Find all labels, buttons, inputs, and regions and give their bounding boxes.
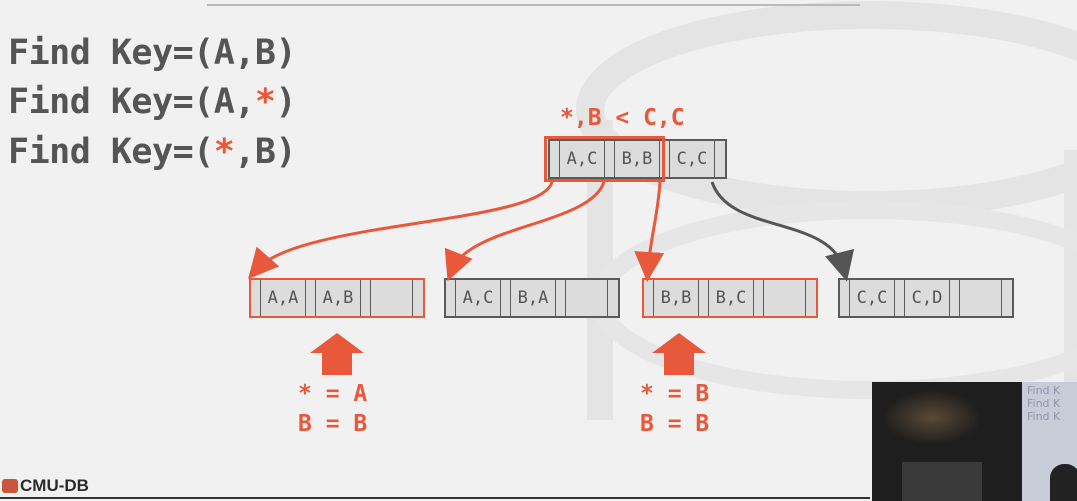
- leaf-node-3: B,B B,C: [642, 278, 818, 318]
- video-glow: [882, 390, 982, 445]
- bottom-divider: [0, 497, 870, 499]
- query-comma: ,: [234, 82, 255, 122]
- leaf-key: B,A: [511, 280, 556, 316]
- leaf-key: A,B: [316, 280, 361, 316]
- cmu-db-logo: CMU-DB: [2, 476, 89, 496]
- pointer-arrow-to-leaf-1: [248, 181, 554, 279]
- pointer-arrow-to-leaf-4: [710, 181, 855, 282]
- pointer-slot: [699, 280, 709, 316]
- leaf-node-1: A,A A,B: [249, 278, 425, 318]
- wildcard-star: *: [254, 82, 276, 122]
- pointer-slot: [644, 280, 654, 316]
- up-arrow-leaf-1: [310, 333, 364, 375]
- query-part: B: [254, 33, 276, 73]
- query-line-2: Find Key=(A,*): [8, 82, 297, 122]
- video-shelf: [902, 462, 982, 501]
- leaf-key: A,C: [456, 280, 501, 316]
- root-node: A,C B,B C,C: [548, 139, 727, 179]
- pointer-slot: [501, 280, 511, 316]
- empty-key-slot: [566, 280, 608, 316]
- leaf-1-match-line-2: B = B: [298, 411, 368, 437]
- pointer-slot: [605, 141, 615, 177]
- pointer-slot: [660, 141, 670, 177]
- video-person: [1050, 464, 1077, 501]
- video-screen-text: Find K Find K Find K: [1027, 384, 1060, 423]
- video-screen-line: Find K: [1027, 384, 1061, 397]
- up-arrow-leaf-3: [652, 333, 706, 375]
- leaf-3-match-line-2: B = B: [640, 411, 710, 437]
- root-key: A,C: [560, 141, 605, 177]
- leaf-node-4: C,C C,D: [838, 278, 1014, 318]
- logo-icon: [2, 479, 18, 493]
- pointer-arrow-to-leaf-3: [634, 181, 665, 282]
- video-screen-line: Find K: [1027, 410, 1061, 423]
- leaf-key: C,C: [850, 280, 895, 316]
- pointer-slot: [840, 280, 850, 316]
- query-prefix: Find Key=(: [8, 33, 214, 73]
- pointer-slot: [754, 280, 764, 316]
- query-suffix: ): [275, 33, 297, 73]
- query-suffix: ): [275, 82, 297, 122]
- query-part: B: [254, 132, 276, 172]
- leaf-key: B,B: [654, 280, 699, 316]
- leaf-key: C,D: [905, 280, 950, 316]
- leaf-3-match-line-1: * = B: [640, 381, 710, 407]
- query-line-3: Find Key=(*,B): [8, 132, 297, 172]
- pointer-slot: [361, 280, 371, 316]
- pointer-arrow-to-leaf-2: [444, 181, 606, 282]
- leaf-1-match-line-1: * = A: [298, 381, 368, 407]
- speaker-video-overlay: Find K Find K Find K: [872, 382, 1077, 501]
- empty-key-slot: [960, 280, 1002, 316]
- query-comma: ,: [234, 33, 255, 73]
- pointer-slot: [446, 280, 456, 316]
- query-part: A: [213, 33, 235, 73]
- leaf-node-2: A,C B,A: [444, 278, 620, 318]
- query-prefix: Find Key=(: [8, 82, 214, 122]
- leaf-key: A,A: [261, 280, 306, 316]
- query-suffix: ): [275, 132, 297, 172]
- pointer-slot: [556, 280, 566, 316]
- query-comma: ,: [234, 132, 255, 172]
- query-prefix: Find Key=(: [8, 132, 214, 172]
- pointer-slot: [251, 280, 261, 316]
- empty-key-slot: [764, 280, 806, 316]
- root-key: B,B: [615, 141, 660, 177]
- wildcard-star: *: [213, 132, 235, 172]
- query-part: A: [213, 82, 235, 122]
- leaf-key: B,C: [709, 280, 754, 316]
- pointer-slot: [895, 280, 905, 316]
- root-key: C,C: [670, 141, 715, 177]
- pointer-slot: [550, 141, 560, 177]
- pointer-slot: [306, 280, 316, 316]
- logo-text: CMU-DB: [20, 476, 89, 495]
- empty-key-slot: [371, 280, 413, 316]
- video-screen-line: Find K: [1027, 397, 1061, 410]
- root-comparison-annotation: *,B < C,C: [560, 105, 685, 131]
- query-line-1: Find Key=(A,B): [8, 33, 297, 73]
- top-divider: [207, 4, 860, 6]
- pointer-slot: [950, 280, 960, 316]
